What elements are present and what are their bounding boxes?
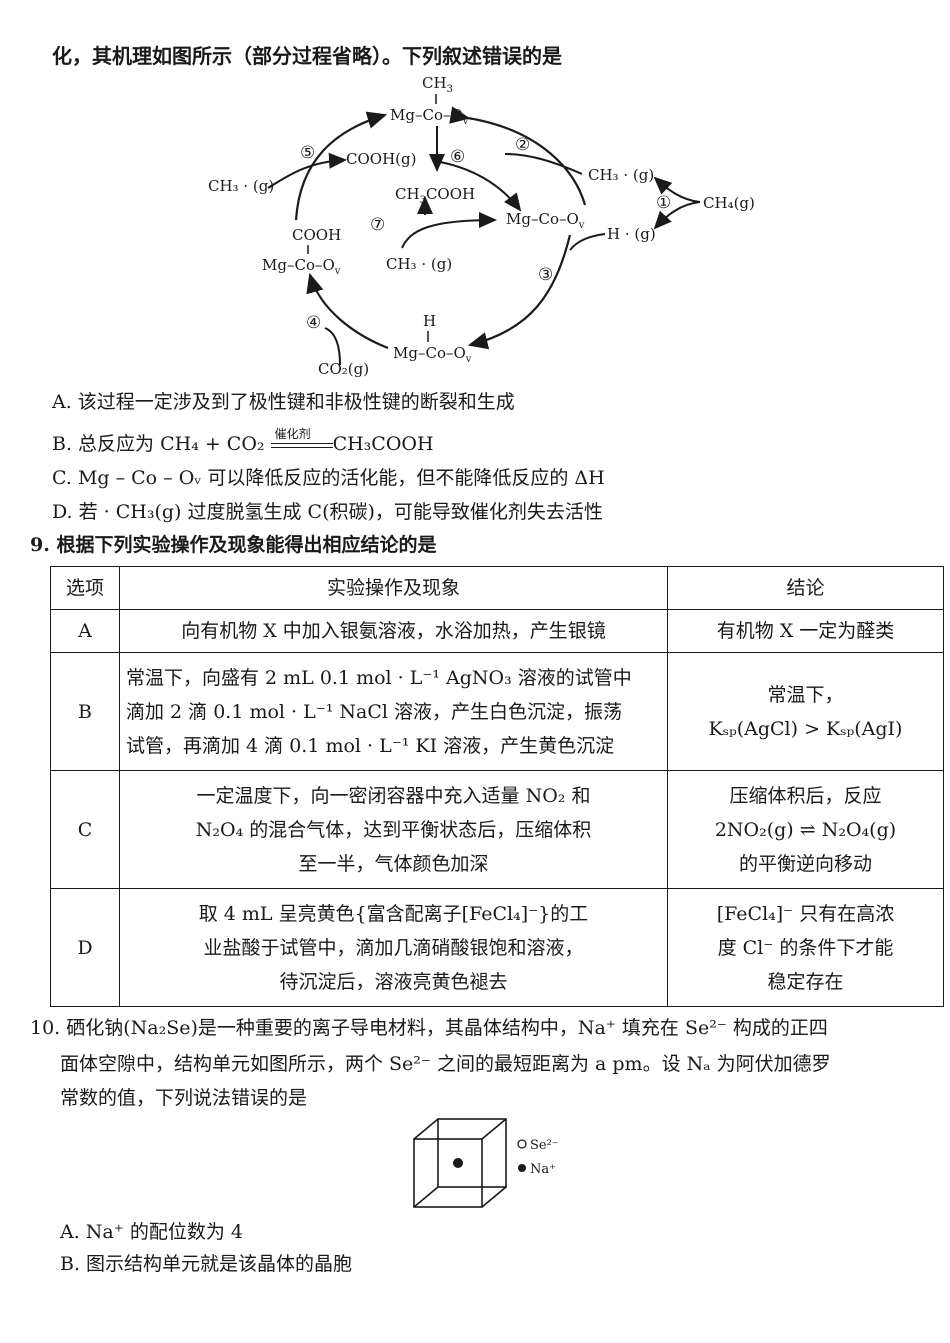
arrow-step2 [504, 153, 583, 175]
catalyst-arrow: 催化剂 [270, 427, 333, 456]
q9-row-option: A [50, 609, 120, 653]
option-8d: D. 若 · CH₃(g) 过度脱氢生成 C(积碳)，可能导致催化剂失去活性 [52, 501, 603, 523]
step6-marker: ⑥ [450, 147, 465, 167]
q9-row-option: D [50, 888, 120, 1007]
q9-row-option: C [50, 770, 120, 889]
arrow-step3 [569, 233, 606, 251]
question10-line2: 面体空隙中，结构单元如图所示，两个 Se²⁻ 之间的最短距离为 a pm。设 N… [60, 1053, 831, 1075]
q9-row-conclusion: 常温下，Kₛₚ(AgCl) > Kₛₚ(AgI) [667, 652, 944, 771]
cycle-arc-bottom-left [306, 272, 389, 350]
mechanism-diagram: CH3 Mg–Co–Ov COOH(g) ⑤ ⑥ ② CH₃ · (g) CH₃… [208, 74, 755, 378]
option-8c: C. Mg – Co – Oᵥ 可以降低反应的活化能，但不能降低反应的 ΔH [52, 467, 605, 489]
cycle-arc-top-right [449, 106, 587, 206]
arrow-step5 [267, 152, 347, 189]
q9-header-option: 选项 [50, 566, 120, 610]
se-legend-marker [517, 1139, 527, 1149]
option-10b: B. 图示结构单元就是该晶体的晶胞 [60, 1253, 353, 1275]
arrow-step1-up [653, 176, 701, 203]
catalyst-label: 催化剂 [274, 427, 311, 441]
question8-intro-line: 化，其机理如图所示（部分过程省略）。下列叙述错误的是 [52, 44, 562, 68]
ch3-g-left-label: CH₃ · (g) [208, 177, 274, 195]
arrow-step6 [439, 161, 522, 212]
q9-table: 选项 实验操作及现象 结论 A 向有机物 X 中加入银氨溶液，水浴加热，产生银镜… [50, 566, 944, 1007]
option-10a: A. Na⁺ 的配位数为 4 [60, 1221, 243, 1243]
ch3cooh-label: CH3COOH [395, 185, 475, 206]
option-8b-pre: B. 总反应为 CH₄ + CO₂ [52, 433, 271, 455]
top-mgcoo-label: Mg–Co–Ov [390, 106, 469, 127]
se-legend-label: Se²⁻ [530, 1138, 559, 1153]
left-cooh-label: COOH [292, 226, 341, 244]
q9-row-d: D 取 4 mL 呈亮黄色{富含配离子[FeCl₄]⁻}的工业盐酸于试管中，滴加… [50, 888, 944, 1007]
q9-row-conclusion: 有机物 X 一定为醛类 [667, 609, 944, 653]
step3-marker: ③ [538, 265, 553, 285]
left-mgcoo-label: Mg–Co–Ov [262, 256, 341, 277]
ch3-g-mid-label: CH₃ · (g) [386, 255, 452, 273]
bottom-h-label: H [423, 312, 436, 330]
q9-header-conclusion: 结论 [667, 566, 944, 610]
ch3-g-right-label: CH₃ · (g) [588, 166, 654, 184]
q9-row-operation: 向有机物 X 中加入银氨溶液，水浴加热，产生银镜 [119, 609, 668, 653]
arrow-step7 [401, 212, 497, 249]
co2-g-label: CO₂(g) [318, 360, 369, 378]
q9-header-row: 选项 实验操作及现象 结论 [50, 566, 944, 610]
h-g-label: H · (g) [607, 225, 656, 243]
na-legend-label: Na⁺ [530, 1162, 556, 1177]
cooh-g-label: COOH(g) [346, 150, 416, 168]
right-mgcoo-label: Mg–Co–Ov [506, 210, 585, 231]
option-8a: A. 该过程一定涉及到了极性键和非极性键的断裂和生成 [52, 391, 515, 413]
q9-row-option: B [50, 652, 120, 771]
question10-line3: 常数的值，下列说法错误的是 [60, 1087, 308, 1109]
bottom-mgcoo-label: Mg–Co–Ov [393, 344, 472, 365]
arrow-step4 [324, 327, 341, 366]
cycle-arc-left-top [294, 111, 388, 221]
q9-row-b: B 常温下，向盛有 2 mL 0.1 mol · L⁻¹ AgNO₃ 溶液的试管… [50, 652, 944, 771]
q9-row-a: A 向有机物 X 中加入银氨溶液，水浴加热，产生银镜 有机物 X 一定为醛类 [50, 609, 944, 653]
step1-marker: ① [656, 193, 671, 213]
na-legend-marker [518, 1164, 526, 1172]
step4-marker: ④ [306, 313, 321, 333]
q9-header-operation: 实验操作及现象 [119, 566, 668, 610]
step7-marker: ⑦ [370, 215, 385, 235]
step2-marker: ② [515, 135, 530, 155]
step5-marker: ⑤ [300, 143, 315, 163]
ch4-g-label: CH₄(g) [703, 194, 755, 212]
q9-row-operation: 常温下，向盛有 2 mL 0.1 mol · L⁻¹ AgNO₃ 溶液的试管中滴… [119, 652, 668, 771]
q9-row-conclusion: [FeCl₄]⁻ 只有在高浓度 Cl⁻ 的条件下才能稳定存在 [667, 888, 944, 1007]
cycle-arc-right-bottom [467, 234, 572, 350]
option-8b-post: CH₃COOH [332, 433, 434, 455]
top-ch3-label: CH3 [422, 74, 453, 95]
na-ion-dot [453, 1158, 463, 1168]
crystal-unit-figure: Se²⁻ Na⁺ [413, 1118, 559, 1208]
question9-stem: 9. 根据下列实验操作及现象能得出相应结论的是 [30, 534, 437, 556]
arrow-step1-down [653, 201, 701, 230]
option-8b: B. 总反应为 CH₄ + CO₂ 催化剂 CH₃COOH [52, 427, 434, 456]
q9-row-operation: 取 4 mL 呈亮黄色{富含配离子[FeCl₄]⁻}的工业盐酸于试管中，滴加几滴… [119, 888, 668, 1007]
question10-line1: 10. 硒化钠(Na₂Se)是一种重要的离子导电材料，其晶体结构中，Na⁺ 填充… [30, 1017, 828, 1039]
